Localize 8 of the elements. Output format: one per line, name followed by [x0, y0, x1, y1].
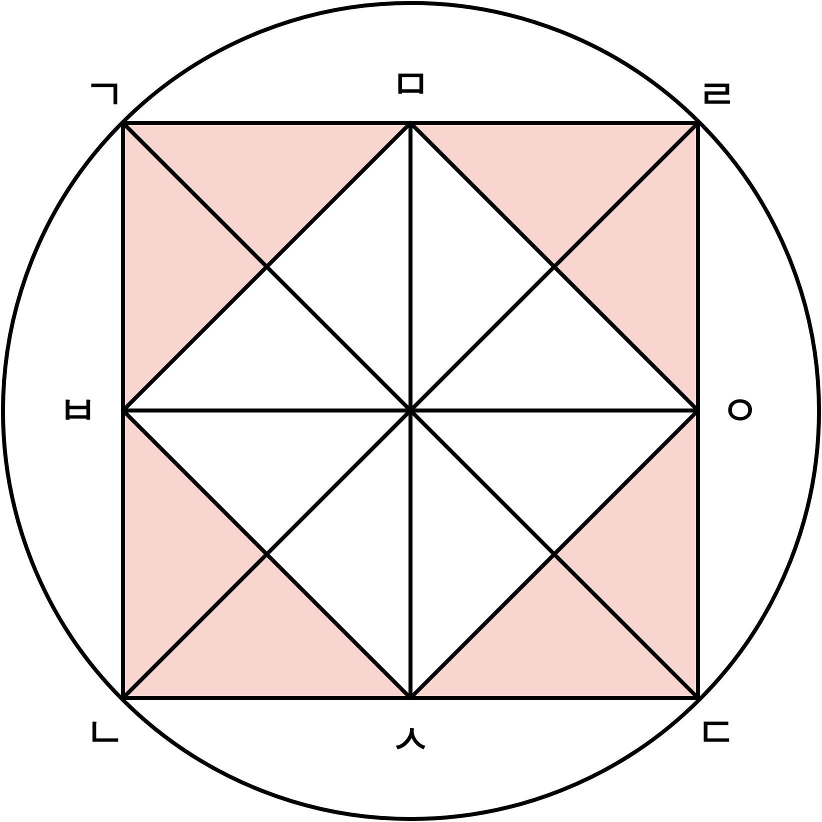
point-label: ㅅ — [391, 720, 431, 760]
point-label: ㅇ — [720, 391, 760, 431]
point-label: ㄴ — [85, 713, 125, 753]
point-label: ㅁ — [391, 65, 431, 105]
point-label: ㄹ — [697, 75, 737, 115]
point-label: ㅂ — [58, 391, 98, 431]
point-label: ㄷ — [697, 713, 737, 753]
point-label: ㄱ — [85, 75, 125, 115]
